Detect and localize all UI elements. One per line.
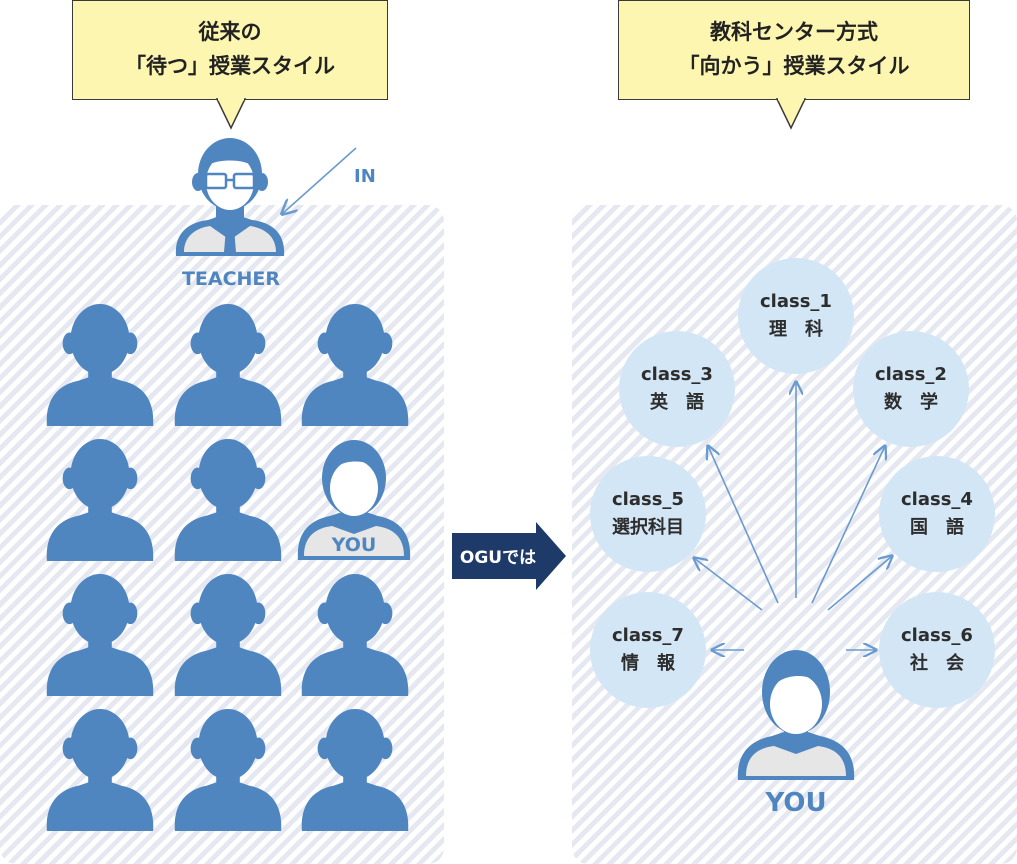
right-callout-tail xyxy=(775,97,807,130)
ogu-arrow-label: OGUでは xyxy=(459,548,537,568)
class-7-subject: 情 報 xyxy=(621,653,675,674)
class-7-circle xyxy=(590,592,706,708)
class-4-circle xyxy=(879,456,995,572)
teacher-icon xyxy=(175,138,285,256)
class-4-subject: 国 語 xyxy=(910,517,964,538)
class-3-circle xyxy=(619,331,735,447)
left-callout-tail xyxy=(215,97,247,130)
class-5-label: class_5 選択科目 xyxy=(588,486,708,542)
class-3-id: class_3 xyxy=(641,364,713,385)
class-7-label: class_7 情 報 xyxy=(588,622,708,678)
class-1-label: class_1 理 科 xyxy=(736,288,856,344)
in-arrow xyxy=(282,147,357,214)
you-label-right: YOU xyxy=(765,788,827,818)
left-callout: 従来の 「待つ」授業スタイル xyxy=(72,0,388,100)
you-student-left-icon xyxy=(297,440,411,560)
class-3-label: class_3 英 語 xyxy=(617,361,737,417)
class-2-id: class_2 xyxy=(875,364,947,385)
class-6-subject: 社 会 xyxy=(910,653,964,674)
right-callout: 教科センター方式 「向かう」授業スタイル xyxy=(618,0,970,100)
class-5-circle xyxy=(590,456,706,572)
teacher-label: TEACHER xyxy=(181,268,281,290)
right-callout-line2: 「向かう」授業スタイル xyxy=(678,54,910,78)
left-callout-line1: 従来の xyxy=(198,20,262,44)
class-5-subject: 選択科目 xyxy=(612,517,684,538)
class-6-circle xyxy=(879,592,995,708)
student-grid xyxy=(46,304,409,831)
right-callout-line1: 教科センター方式 xyxy=(710,20,878,44)
class-5-id: class_5 xyxy=(612,489,684,510)
in-label: IN xyxy=(354,166,376,187)
class-1-subject: 理 科 xyxy=(769,319,823,340)
class-3-subject: 英 語 xyxy=(650,392,704,413)
class-4-label: class_4 国 語 xyxy=(877,486,997,542)
class-1-circle xyxy=(738,258,854,374)
class-1-id: class_1 xyxy=(760,291,832,312)
class-6-id: class_6 xyxy=(901,625,973,646)
class-6-label: class_6 社 会 xyxy=(877,622,997,678)
you-student-right-icon xyxy=(737,650,855,780)
class-4-id: class_4 xyxy=(901,489,973,510)
left-callout-line2: 「待つ」授業スタイル xyxy=(125,54,335,78)
class-2-label: class_2 数 学 xyxy=(851,361,971,417)
class-2-subject: 数 学 xyxy=(884,392,938,413)
you-badge-left: YOU xyxy=(331,534,377,556)
ogu-arrow-shape xyxy=(452,522,566,590)
class-2-circle xyxy=(853,331,969,447)
class-7-id: class_7 xyxy=(612,625,684,646)
class-arrows xyxy=(694,382,892,650)
